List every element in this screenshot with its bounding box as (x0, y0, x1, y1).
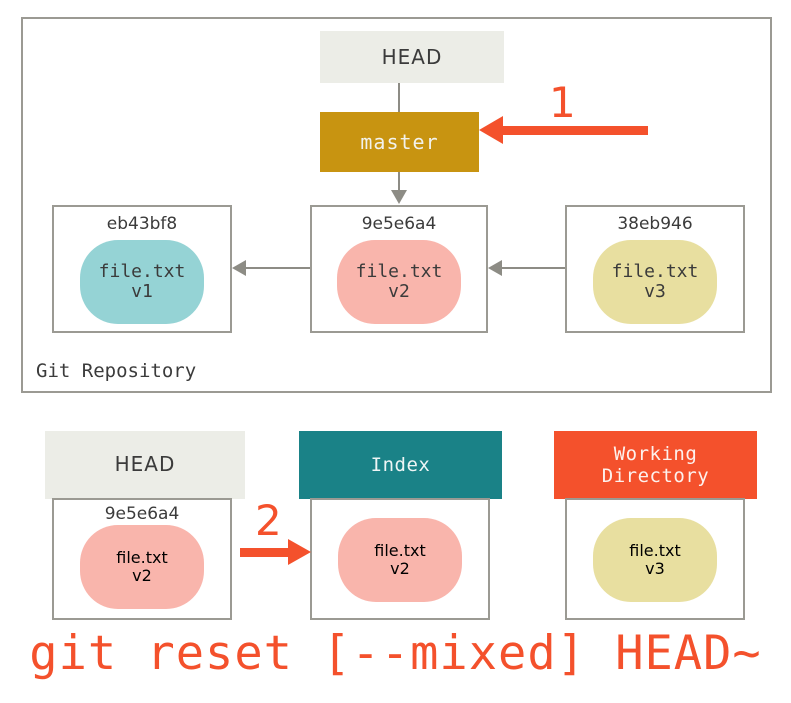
head-pointer-box: HEAD (320, 31, 504, 83)
command-caption: git reset [--mixed] HEAD~ (29, 626, 762, 681)
area-header-label-line2: Directory (601, 465, 710, 487)
parent-arrow-head-9e5e6a4-to-eb43bf8 (232, 260, 246, 276)
commit-box-38eb946: 38eb946 file.txt v3 (565, 205, 745, 333)
commit-sha-label: 38eb946 (617, 214, 693, 234)
area-header-working-directory: Working Directory (554, 431, 757, 499)
callout-2-arrow-line (240, 548, 294, 557)
area-header-label: Working (613, 442, 698, 465)
head-pointer-label: HEAD (381, 45, 443, 69)
area-body-head: 9e5e6a4 file.txt v2 (52, 498, 232, 620)
connector-master-to-commit-arrowhead (391, 190, 407, 204)
blob-filename: file.txt (98, 260, 186, 282)
commit-box-9e5e6a4: 9e5e6a4 file.txt v2 (310, 205, 488, 333)
blob-version: v2 (390, 559, 410, 578)
blob-filename: file.txt (355, 260, 443, 282)
master-branch-box: master (320, 112, 479, 172)
master-branch-label: master (360, 130, 439, 154)
area-blob-working-directory: file.txt v3 (593, 518, 717, 602)
commit-blob: file.txt v1 (80, 240, 204, 324)
area-header-label: Index (370, 453, 431, 476)
area-header-head: HEAD (45, 431, 245, 499)
area-body-index: file.txt v2 (310, 498, 490, 620)
parent-arrow-head-38eb946-to-9e5e6a4 (488, 260, 502, 276)
connector-head-to-master (398, 83, 400, 112)
blob-version: v2 (388, 281, 410, 302)
blob-filename: file.txt (611, 260, 699, 282)
parent-arrow-line-38eb946-to-9e5e6a4 (502, 267, 565, 269)
callout-2-number: 2 (255, 496, 282, 545)
callout-2-arrow-head (288, 539, 311, 565)
area-blob-head: file.txt v2 (80, 525, 204, 609)
callout-1-number: 1 (549, 78, 576, 127)
blob-filename: file.txt (374, 541, 426, 561)
blob-version: v3 (645, 559, 665, 578)
blob-version: v3 (644, 281, 666, 302)
area-sha-label: 9e5e6a4 (104, 504, 180, 524)
commit-sha-label: 9e5e6a4 (361, 214, 437, 234)
blob-version: v1 (131, 281, 153, 302)
blob-filename: file.txt (629, 541, 681, 561)
area-blob-index: file.txt v2 (338, 518, 462, 602)
commit-box-eb43bf8: eb43bf8 file.txt v1 (52, 205, 232, 333)
area-header-index: Index (299, 431, 502, 499)
commit-blob: file.txt v2 (337, 240, 461, 324)
callout-1-arrow-line (500, 126, 648, 135)
blob-filename: file.txt (116, 548, 168, 568)
area-header-label: HEAD (114, 452, 176, 477)
git-repository-label: Git Repository (36, 360, 197, 382)
area-body-working-directory: file.txt v3 (565, 498, 745, 620)
commit-sha-label: eb43bf8 (106, 214, 178, 234)
callout-1-arrow-head (479, 116, 503, 144)
blob-version: v2 (132, 566, 152, 585)
connector-master-to-commit-line (398, 172, 400, 194)
commit-blob: file.txt v3 (593, 240, 717, 324)
parent-arrow-line-9e5e6a4-to-eb43bf8 (246, 267, 310, 269)
